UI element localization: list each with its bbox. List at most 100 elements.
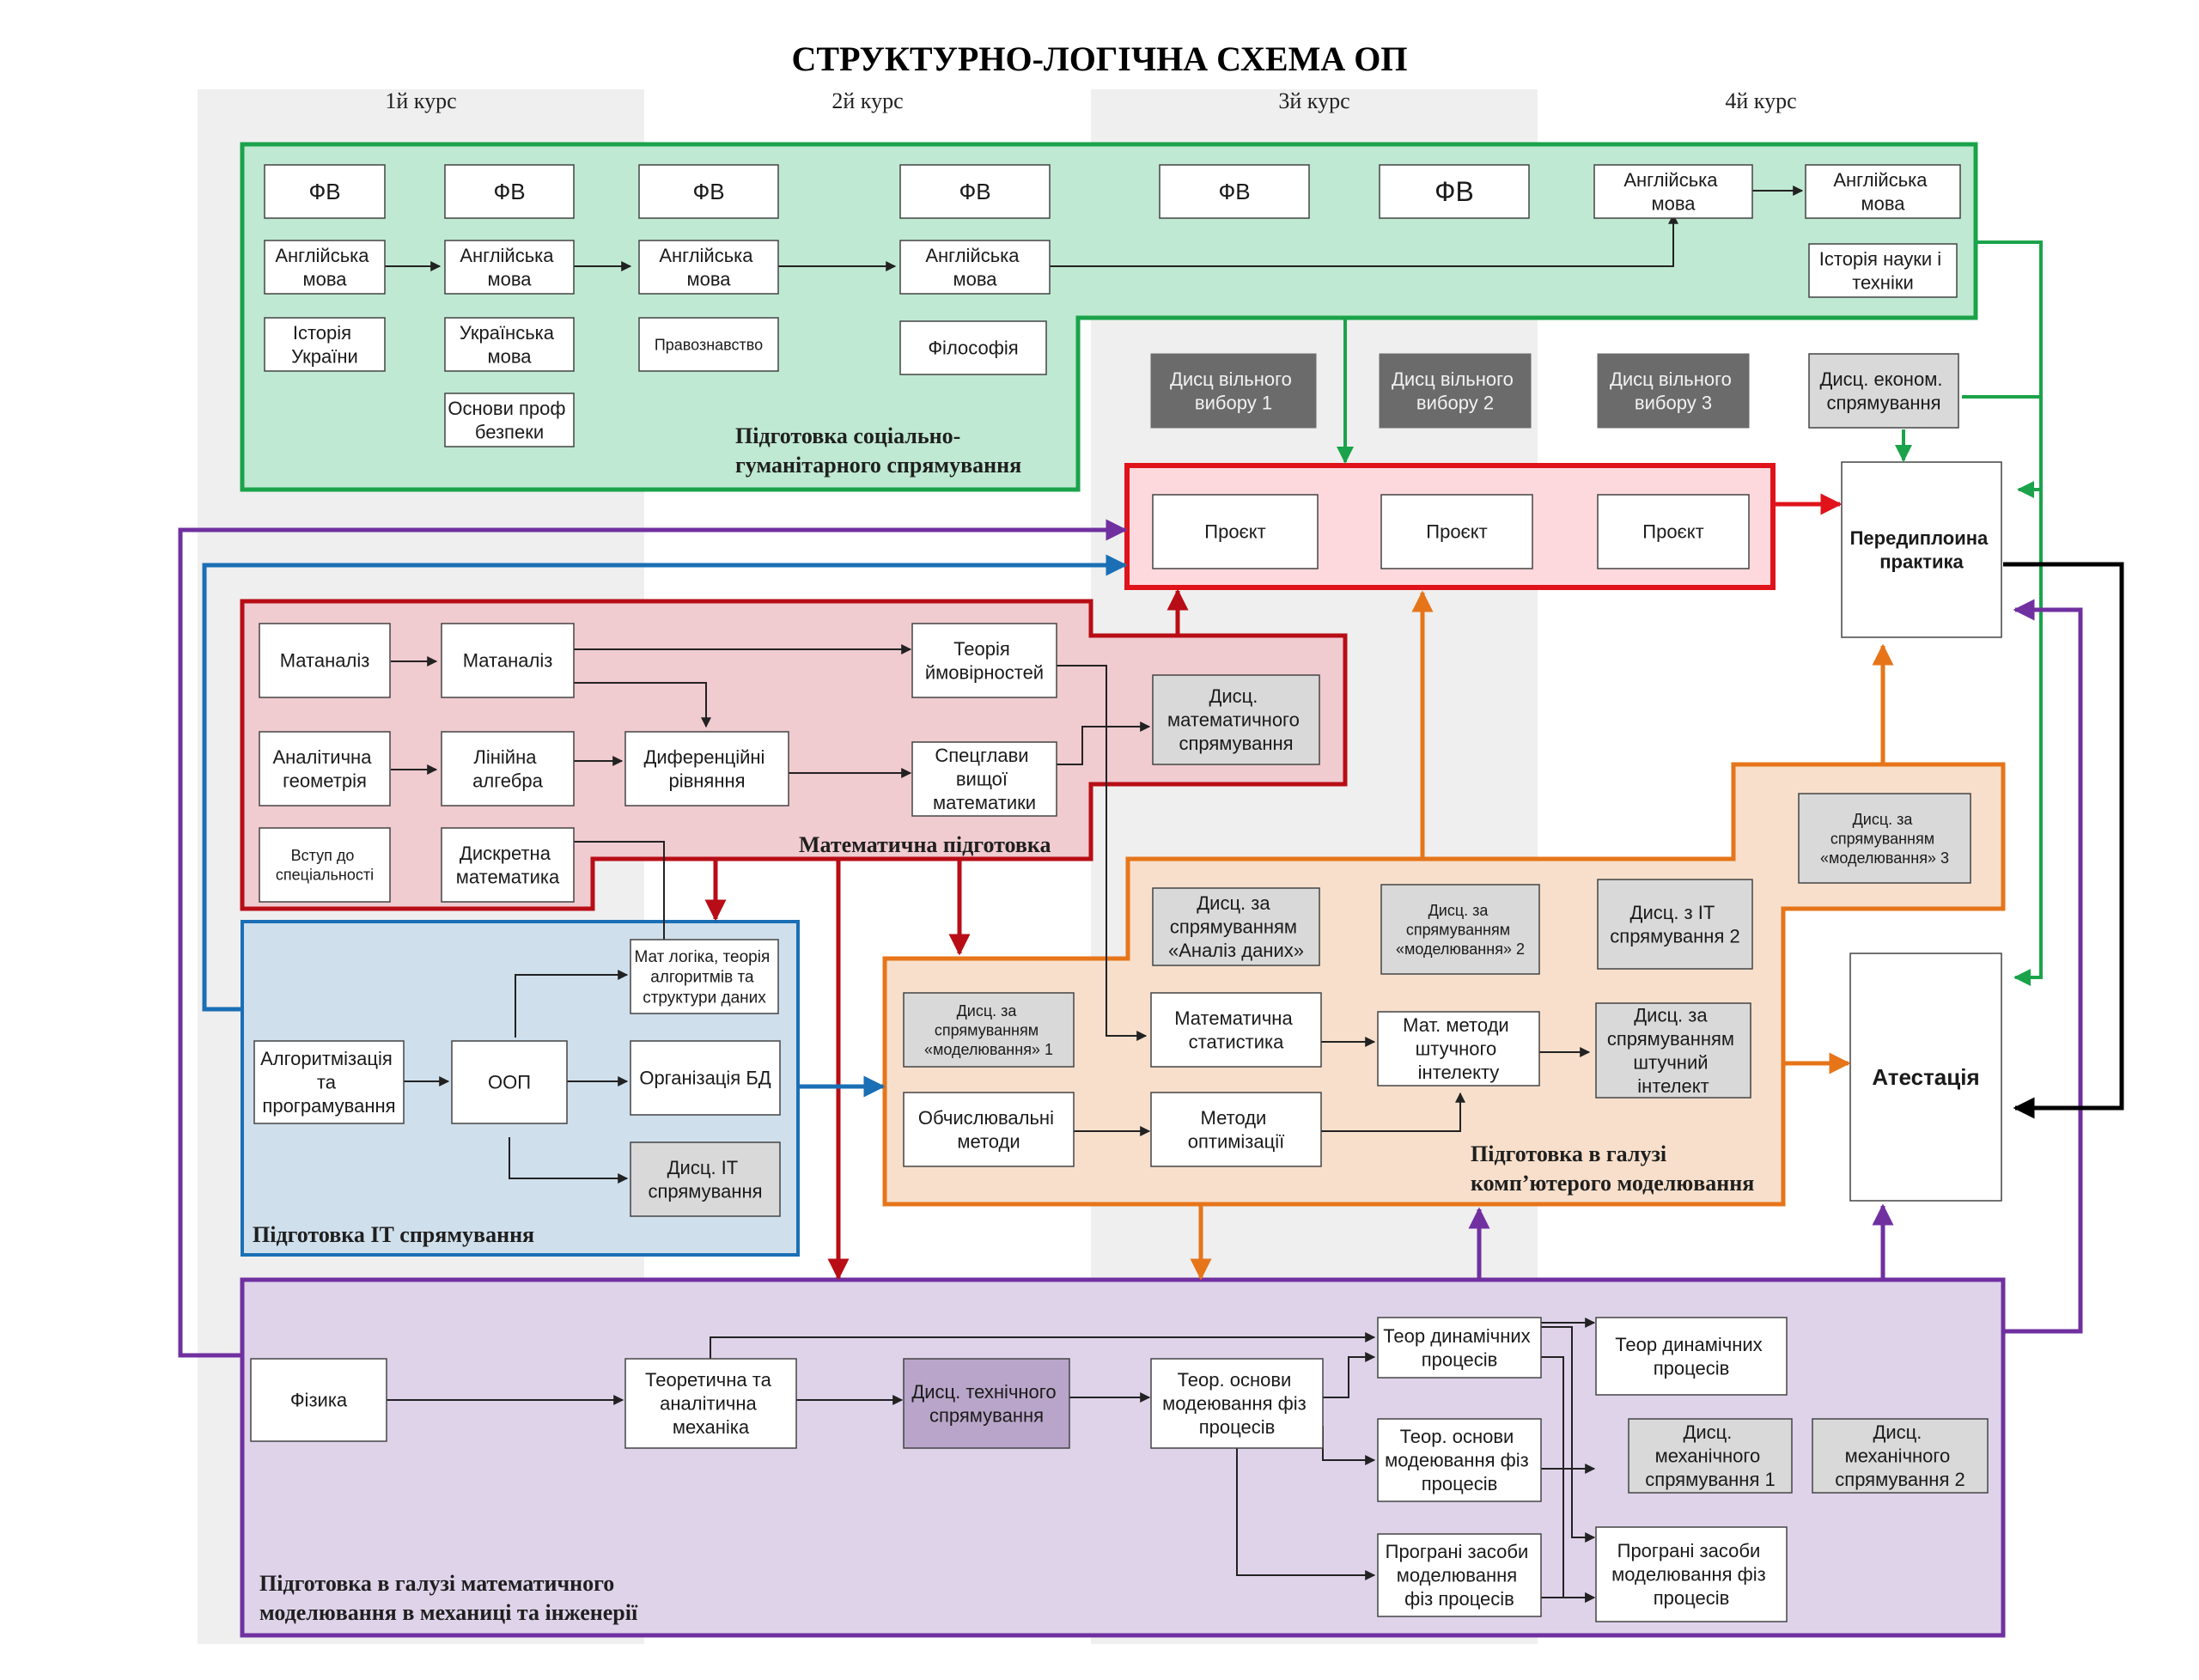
box-label: Обчислювальні методи	[918, 1107, 1059, 1153]
box-frame	[1379, 353, 1532, 429]
box-eng5: Англійська мова	[1593, 164, 1753, 219]
box-label: Лінійна алгебра	[472, 746, 543, 792]
box-frame	[638, 164, 779, 219]
box-frame	[899, 164, 1051, 219]
box-label: ФВ	[1218, 179, 1250, 204]
box-anal-geom: Аналітична геометрія	[259, 731, 391, 807]
box-theor-model2: Теор. основи модеювання фіз процесів	[1377, 1418, 1542, 1502]
box-label: ФВ	[308, 179, 340, 204]
box-frame	[444, 317, 575, 372]
it-group-label: Підготовка ІТ спрямування	[253, 1222, 534, 1247]
box-safety: Основи проф безпеки	[444, 393, 575, 447]
box-intro: Вступ до спеціальності	[259, 827, 391, 903]
box-label: Дисц вільного вибору 3	[1610, 368, 1737, 414]
box-frame	[1152, 494, 1319, 569]
box-frame	[1595, 1526, 1788, 1622]
box-frame	[899, 240, 1051, 295]
group-labels: Підготовка соціально-гуманітарного спрям…	[253, 423, 1754, 1625]
box-frame	[441, 731, 575, 807]
box-label: ФВ	[692, 179, 724, 204]
box-frame	[264, 240, 386, 295]
box-label: Теор. основи модеювання фіз процесів	[1162, 1369, 1312, 1438]
box-frame	[1808, 243, 1958, 298]
box-ukr: Українська мова	[444, 317, 575, 372]
box-label: Англійська мова	[1833, 169, 1932, 215]
box-it-disc: Дисц. ІТ спрямування	[630, 1141, 781, 1217]
box-frame	[1377, 1418, 1542, 1502]
box-hist-sci: Історія науки і техніки	[1808, 243, 1958, 298]
course-headers: 1й курс 2й курс 3й курс 4й курс	[385, 88, 1796, 113]
box-label: Дисц. за спрямуванням «Аналіз даних»	[1168, 892, 1304, 961]
box-philos: Філософія	[899, 320, 1047, 375]
box-frame	[1152, 674, 1320, 765]
box-label: Дисц. ІТ спрямування	[648, 1157, 762, 1202]
box-frame	[911, 741, 1057, 817]
box-label: Алгоритмізація та програмування	[260, 1048, 398, 1117]
box-free1: Дисц вільного вибору 1	[1150, 353, 1317, 429]
box-frame	[1805, 164, 1961, 219]
math-group-label: Математична підготовка	[799, 832, 1051, 857]
box-frame	[903, 1358, 1070, 1449]
box-fv6: ФВ	[1379, 164, 1530, 219]
box-label: Математична статистика	[1174, 1007, 1298, 1053]
box-label: Проєкт	[1426, 521, 1487, 543]
box-frame	[1628, 1418, 1793, 1494]
box-label: Фізика	[290, 1390, 348, 1411]
box-eng4: Англійська мова	[899, 240, 1051, 295]
box-label: Матаналіз	[280, 650, 370, 672]
box-fv1: ФВ	[264, 164, 386, 219]
box-frame	[1150, 1358, 1324, 1449]
box-oop: ООП	[451, 1040, 568, 1124]
box-label: Основи проф безпеки	[448, 398, 570, 443]
box-pre-diploma: Передиплоина практика	[1841, 461, 2002, 638]
box-label: Дисц. механічного спрямування 1	[1645, 1421, 1775, 1490]
box-label: Мат логіка, теорія алгоритмів та структу…	[634, 948, 774, 1007]
box-label: Англійська мова	[659, 245, 758, 290]
box-frame	[1380, 494, 1533, 569]
box-frame	[1150, 992, 1322, 1068]
box-label: ФВ	[493, 179, 525, 204]
box-frame	[1380, 884, 1540, 975]
box-label: ФВ	[1435, 176, 1474, 207]
box-frame	[264, 164, 386, 219]
box-label: Дисц. з ІТ спрямування 2	[1610, 902, 1739, 947]
box-free3: Дисц вільного вибору 3	[1597, 353, 1750, 429]
box-label: Українська мова	[460, 322, 559, 368]
box-proj2: Проєкт	[1380, 494, 1533, 569]
box-label: Диференційні рівняння	[643, 746, 770, 792]
box-frame	[451, 1040, 568, 1124]
box-eng3: Англійська мова	[638, 240, 779, 295]
box-data-analysis: Дисц. за спрямуванням «Аналіз даних»	[1152, 887, 1320, 966]
box-mech2: Дисц. механічного спрямування 2	[1812, 1418, 1989, 1494]
social-group-region	[240, 142, 1978, 492]
box-frame	[1849, 953, 2002, 1202]
course-3-label: 3й курс	[1278, 88, 1349, 113]
box-label: Теор динамічних процесів	[1615, 1334, 1768, 1379]
box-label: Теор динамічних процесів	[1383, 1325, 1536, 1371]
box-label: Програні засоби моделювання фіз процесів	[1611, 1540, 1771, 1609]
box-law: Правознавство	[638, 317, 779, 372]
box-label: Теоретична та аналітична механіка	[645, 1369, 777, 1438]
box-attest: Атестація	[1849, 953, 2002, 1202]
box-frame	[1377, 1317, 1542, 1379]
social-group-label: Підготовка соціально-гуманітарного спрям…	[735, 423, 1021, 478]
box-label: Теорія ймовірностей	[925, 638, 1044, 684]
box-frame	[1377, 1533, 1542, 1617]
box-label: Програні засоби моделювання фіз процесів	[1386, 1541, 1534, 1610]
box-proj3: Проєкт	[1597, 494, 1750, 569]
box-frame	[638, 240, 779, 295]
box-frame	[1597, 879, 1753, 970]
box-label: Філософія	[928, 338, 1018, 359]
box-label: Спецглави вищої математики	[933, 745, 1036, 813]
box-label: Мат. методи штучного інтелекту	[1403, 1014, 1514, 1083]
box-label: Вступ до спеціальності	[276, 847, 374, 884]
box-model3: Дисц. за спрямуванням «моделювання» 3	[1798, 793, 1971, 884]
box-frame	[630, 939, 779, 1014]
box-db: Організація БД	[630, 1040, 781, 1116]
box-frame	[903, 1092, 1075, 1167]
box-eng1: Англійська мова	[264, 240, 386, 295]
box-theor-mech: Теоретична та аналітична механіка	[624, 1358, 797, 1449]
box-frame	[1798, 793, 1971, 884]
box-hist-ua: Історія України	[264, 317, 386, 372]
